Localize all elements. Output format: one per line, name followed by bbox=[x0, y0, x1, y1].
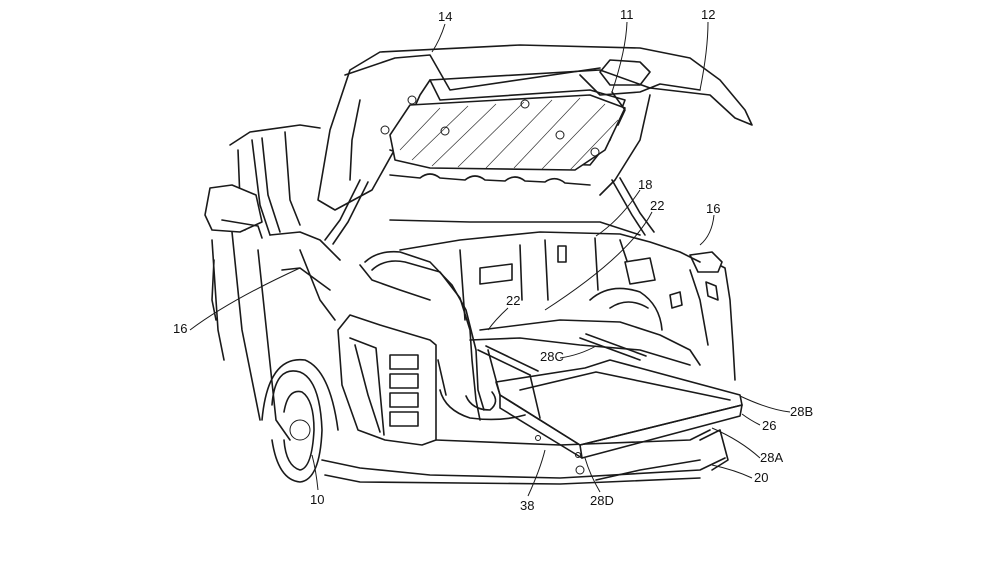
ref-label-28d: 28D bbox=[590, 493, 614, 508]
ref-label-22-lower: 22 bbox=[506, 293, 520, 308]
ref-label-20: 20 bbox=[754, 470, 768, 485]
lid-struts bbox=[324, 177, 655, 245]
ref-label-16-left: 16 bbox=[173, 321, 187, 336]
ref-label-12: 12 bbox=[701, 7, 715, 22]
lid-hatching bbox=[399, 97, 619, 171]
ref-label-14: 14 bbox=[438, 9, 452, 24]
sliding-tray bbox=[487, 349, 743, 481]
ref-label-26: 26 bbox=[762, 418, 776, 433]
reference-labels: 14 11 12 18 22 16 16 22 28C 28B 26 28A 2… bbox=[173, 7, 813, 513]
ref-label-11: 11 bbox=[620, 7, 634, 22]
vehicle-body bbox=[204, 124, 736, 485]
ref-label-28a: 28A bbox=[760, 450, 783, 465]
cargo-area bbox=[359, 219, 701, 421]
leader-lines bbox=[189, 21, 791, 497]
lid-fasteners bbox=[380, 95, 600, 157]
ref-label-38: 38 bbox=[520, 498, 534, 513]
ref-label-28c: 28C bbox=[540, 349, 564, 364]
ref-label-10: 10 bbox=[310, 492, 324, 507]
ref-label-16-right: 16 bbox=[706, 201, 720, 216]
ref-label-18: 18 bbox=[638, 177, 652, 192]
ref-label-22-upper: 22 bbox=[650, 198, 664, 213]
ref-label-28b: 28B bbox=[790, 404, 813, 419]
trunk-lid bbox=[317, 44, 753, 211]
